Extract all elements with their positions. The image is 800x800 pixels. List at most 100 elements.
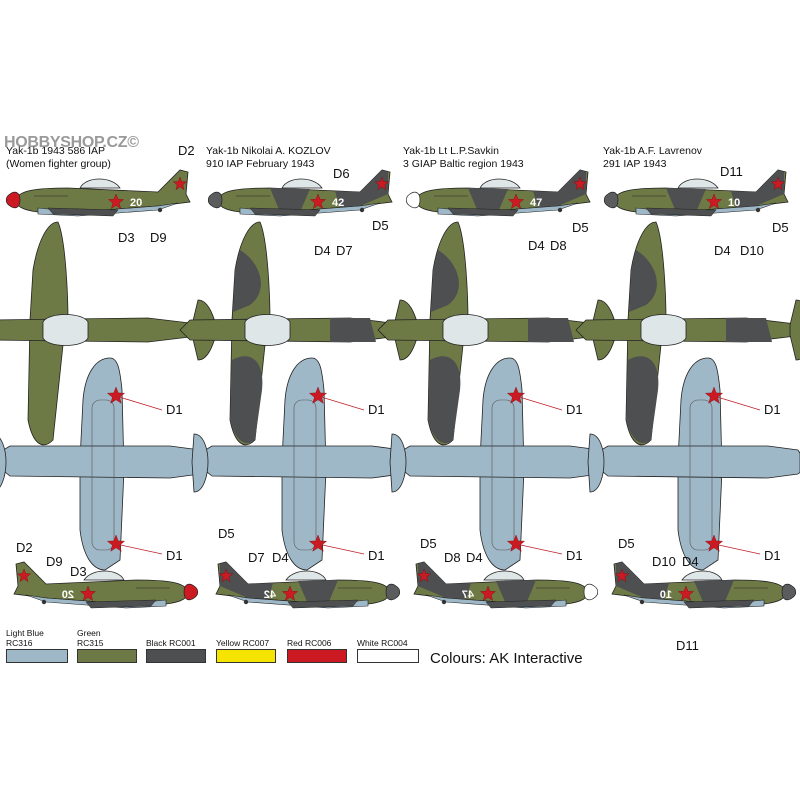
camo-band	[418, 562, 471, 600]
side-number: 47	[462, 589, 474, 601]
tail-wheel	[41, 599, 47, 605]
decal-label: D3	[118, 230, 135, 245]
camo-patch	[233, 250, 261, 312]
side-profile: 20	[13, 561, 199, 609]
caption-line-1: Yak-1b Nikolai A. KOZLOV	[206, 145, 331, 157]
fuselage	[377, 317, 609, 343]
spinner	[183, 583, 199, 601]
tail-wheel	[441, 599, 447, 605]
red-star	[218, 568, 234, 583]
camo-patch	[528, 318, 574, 342]
red-star	[705, 193, 723, 209]
fuselage	[597, 445, 800, 479]
decal-label: D4	[466, 550, 483, 565]
decal-label: D2	[16, 540, 33, 555]
decal-label: D1	[764, 402, 781, 417]
camo-patch	[230, 356, 263, 444]
top-view	[179, 221, 419, 446]
tailplane	[389, 433, 407, 493]
canopy	[83, 570, 125, 581]
camo-band	[270, 188, 310, 212]
tail-wheel	[639, 599, 645, 605]
decal-label: D1	[166, 548, 183, 563]
decal-label: D1	[764, 548, 781, 563]
watermark: HOBBYSHOP.CZ©	[4, 134, 139, 151]
swatch-white	[357, 649, 419, 663]
side-number: 20	[62, 589, 74, 601]
swatch-label-black: Black RC001	[146, 638, 196, 648]
caption-col-4: Yak-1b A.F. Lavrenov 291 IAP 1943	[603, 145, 702, 171]
tailplane	[0, 438, 7, 488]
spinner	[583, 583, 599, 601]
caption-line-2: 910 IAP February 1943	[206, 158, 315, 170]
wing-root	[485, 599, 557, 609]
camo-patch	[626, 356, 659, 444]
leader-line	[515, 543, 563, 555]
side-profile: 47	[413, 561, 599, 609]
red-star	[614, 568, 630, 583]
camo-band	[468, 188, 508, 212]
red-star	[374, 176, 390, 191]
caption-col-3: Yak-1b Lt L.P.Savkin 3 GIAP Baltic regio…	[403, 145, 524, 171]
swatch-red	[287, 649, 347, 663]
canopy	[640, 314, 687, 346]
decal-label: D1	[368, 402, 385, 417]
canopy	[442, 314, 489, 346]
leader-line	[515, 395, 563, 411]
camo-band	[335, 170, 388, 208]
red-star	[308, 386, 328, 404]
wing-root	[287, 599, 359, 609]
swatch-label-white: White RC004	[357, 638, 408, 648]
canopy	[79, 178, 121, 189]
caption-line-2: 291 IAP 1943	[603, 158, 667, 170]
camo-band	[496, 580, 536, 604]
wing-root	[645, 207, 717, 217]
top-view	[0, 221, 217, 446]
tailplane	[587, 433, 605, 493]
red-star	[770, 176, 786, 191]
red-star	[107, 193, 125, 209]
camo-band	[533, 170, 586, 208]
tailplane	[789, 299, 800, 361]
side-number: 10	[728, 197, 740, 209]
decal-label: D10	[652, 554, 676, 569]
decal-label: D4	[714, 243, 731, 258]
underside-view	[389, 357, 617, 571]
red-star	[416, 568, 432, 583]
canopy	[244, 314, 291, 346]
red-star	[572, 176, 588, 191]
swatch-label-yellow: Yellow RC007	[216, 638, 270, 648]
red-star	[507, 193, 525, 209]
decal-label: D5	[372, 218, 389, 233]
decal-label: D4	[528, 238, 545, 253]
tail-wheel	[157, 207, 163, 213]
red-star	[506, 386, 526, 404]
caption-line-1: Yak-1b A.F. Lavrenov	[603, 145, 703, 157]
caption-line-1: Yak-1b Lt L.P.Savkin	[403, 145, 499, 157]
leader-line	[713, 543, 761, 555]
side-profile: 20	[5, 169, 191, 217]
decal-label: D7	[336, 243, 353, 258]
panel-line	[293, 399, 317, 551]
panel-line	[689, 399, 713, 551]
decal-label: D10	[740, 243, 764, 258]
side-profile: 47	[405, 169, 591, 217]
red-star	[106, 534, 126, 552]
spinner	[781, 583, 797, 601]
leader-line	[115, 543, 163, 555]
caption-col-1: Yak-1b 1943 586 IAP (Women fighter group…	[6, 145, 111, 171]
decal-label: D2	[178, 143, 195, 158]
canopy	[479, 178, 521, 189]
canopy	[281, 178, 323, 189]
swatch-yellow	[216, 649, 276, 663]
camo-band	[731, 170, 784, 208]
red-star	[281, 585, 299, 601]
spinner	[385, 583, 401, 601]
caption-line-1: Yak-1b 1943 586 IAP	[6, 145, 106, 157]
decal-label: D11	[676, 638, 699, 653]
tailplane	[191, 433, 209, 493]
wing-root	[447, 207, 519, 217]
tail-wheel	[359, 207, 365, 213]
spinner	[5, 191, 21, 209]
